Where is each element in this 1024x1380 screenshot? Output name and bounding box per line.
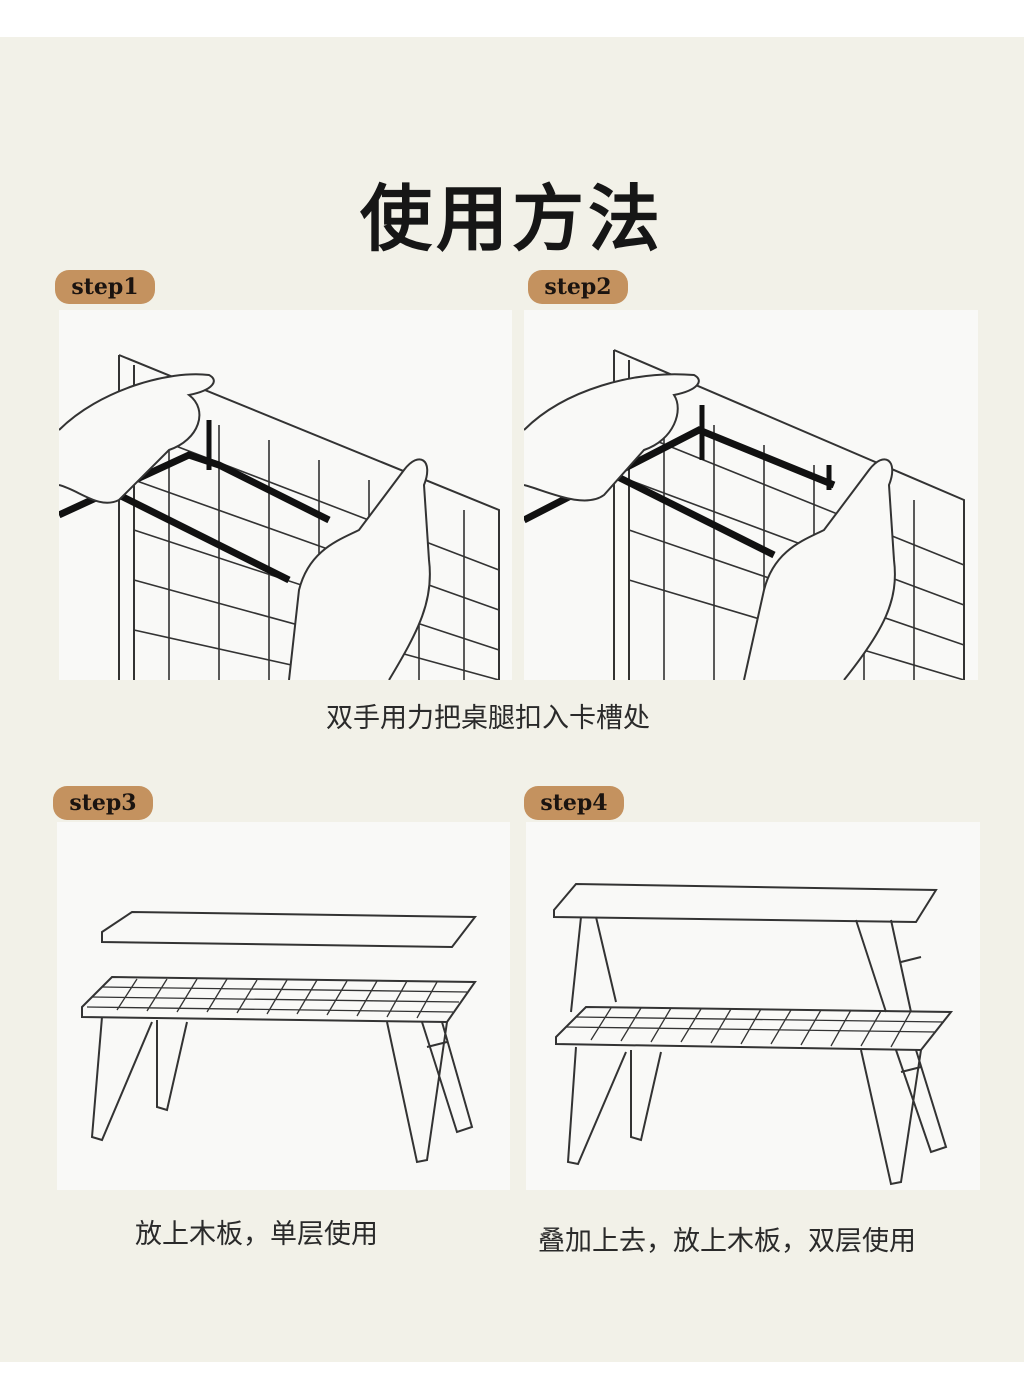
step4-badge: step4 [524,786,624,820]
step3-illustration [57,822,510,1190]
step2-badge: step2 [528,270,628,304]
step2-illustration [524,310,978,680]
step1-badge: step1 [55,270,155,304]
step4-illustration [526,822,980,1190]
step3-caption: 放上木板，单层使用 [135,1219,378,1250]
step1-illustration [59,310,512,680]
step1-2-caption: 双手用力把桌腿扣入卡槽处 [326,703,650,734]
step3-badge: step3 [53,786,153,820]
step4-caption: 叠加上去，放上木板，双层使用 [538,1226,916,1257]
page-title: 使用方法 [359,176,664,261]
